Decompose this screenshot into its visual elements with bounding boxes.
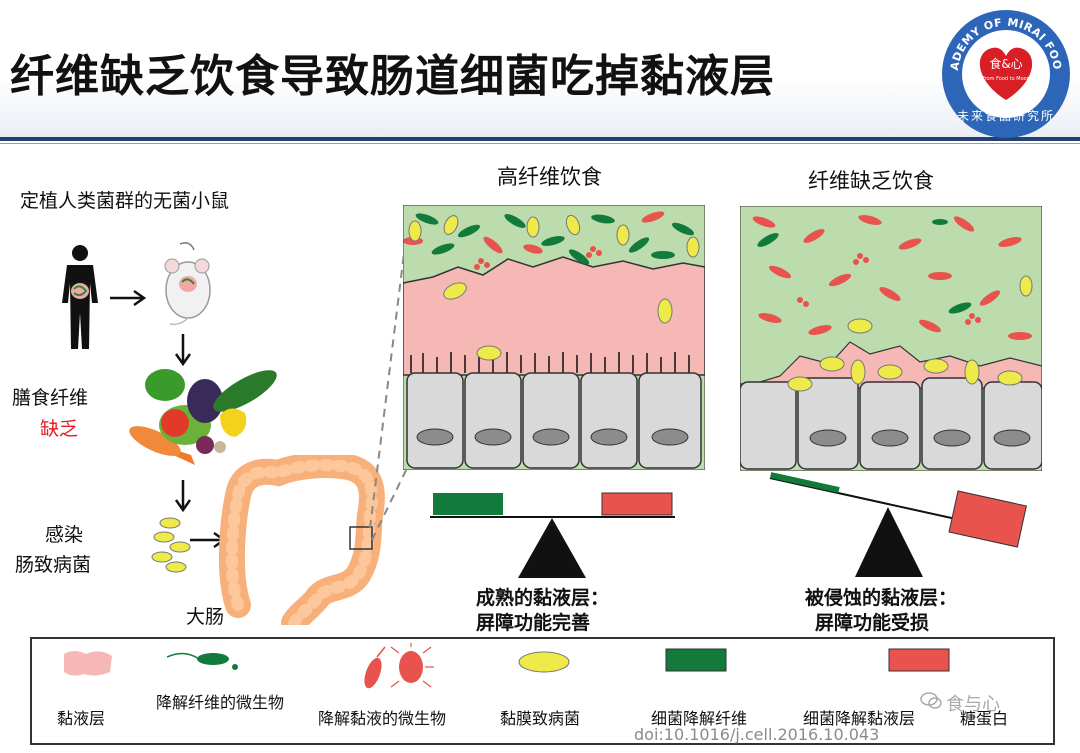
fiber-state: 缺乏 bbox=[40, 418, 79, 440]
legend-label-glycoprotein: 糖蛋白 bbox=[960, 709, 1009, 728]
high-fiber-balance bbox=[430, 492, 675, 578]
logo-bottom-text: 未来食品研究所 bbox=[957, 108, 1055, 123]
logo-heart-sub: From Food to Mood bbox=[982, 76, 1030, 82]
fiber-microbe-icon bbox=[166, 652, 238, 670]
watermark: 食与心 bbox=[946, 694, 1000, 715]
high-fiber-title: 高纤维饮食 bbox=[497, 165, 602, 189]
mucus-swatch-icon bbox=[64, 651, 112, 676]
arrow-right-icon bbox=[110, 289, 147, 307]
fiber-label: 膳食纤维 bbox=[12, 387, 89, 409]
mucus-degradation-bar-low bbox=[948, 490, 1027, 548]
high-fiber-caption-2: 屏障功能完善 bbox=[476, 612, 591, 634]
high-fiber-diagram bbox=[403, 205, 705, 470]
legend-label-mucus-microbe: 降解黏液的微生物 bbox=[318, 709, 447, 728]
mucus-degradation-bar bbox=[601, 492, 673, 516]
arrow-down-icon-2 bbox=[174, 480, 192, 513]
legend-label-pathogen: 黏膜致病菌 bbox=[500, 709, 581, 728]
fiber-degradation-bar-low bbox=[770, 472, 840, 494]
low-fiber-diagram bbox=[740, 206, 1042, 471]
green-bar-icon bbox=[665, 648, 727, 672]
infection-label-1: 感染 bbox=[45, 524, 84, 546]
vegetables-icon bbox=[129, 369, 277, 465]
red-bar-icon bbox=[888, 648, 950, 672]
pathogen-icon bbox=[518, 651, 570, 673]
legend-label-fiber-degradation: 细菌降解纤维 bbox=[651, 709, 748, 728]
mucus-microbe-icon bbox=[364, 643, 434, 689]
chat-icon bbox=[920, 692, 942, 709]
page-title: 纤维缺乏饮食导致肠道细菌吃掉黏液层 bbox=[10, 51, 775, 102]
mouse-icon bbox=[164, 242, 211, 326]
title-divider-thin bbox=[0, 143, 1080, 144]
high-fiber-caption-1: 成熟的黏液层： bbox=[476, 587, 610, 609]
infection-label-2: 肠致病菌 bbox=[15, 554, 92, 576]
legend-label-mucus: 黏液层 bbox=[57, 709, 106, 728]
fiber-degradation-bar bbox=[433, 493, 503, 515]
left-heading: 定植人类菌群的无菌小鼠 bbox=[20, 190, 230, 212]
doi-text: doi:10.1016/j.cell.2016.10.043 bbox=[634, 725, 880, 744]
low-fiber-balance bbox=[769, 472, 1027, 577]
academy-logo: ACADEMY OF MIRAI FOODS 食&心 From Food to … bbox=[940, 8, 1070, 138]
legend-label-mucus-degradation: 细菌降解黏液层 bbox=[803, 709, 916, 728]
low-fiber-title: 纤维缺乏饮食 bbox=[808, 169, 934, 193]
low-fiber-caption-2: 屏障功能受损 bbox=[815, 612, 930, 634]
low-fiber-caption-1: 被侵蚀的黏液层： bbox=[805, 587, 958, 609]
pathogen-cluster-icon bbox=[151, 517, 191, 573]
header bbox=[0, 0, 1080, 140]
colon-label: 大肠 bbox=[186, 606, 225, 628]
arrow-down-icon bbox=[174, 334, 192, 367]
logo-heart-text: 食&心 bbox=[989, 56, 1022, 71]
heart-icon bbox=[979, 47, 1033, 100]
title-divider bbox=[0, 137, 1080, 141]
human-icon bbox=[62, 245, 98, 349]
mucus-layer bbox=[403, 256, 705, 376]
legend-label-fiber-microbe: 降解纤维的微生物 bbox=[155, 693, 284, 712]
